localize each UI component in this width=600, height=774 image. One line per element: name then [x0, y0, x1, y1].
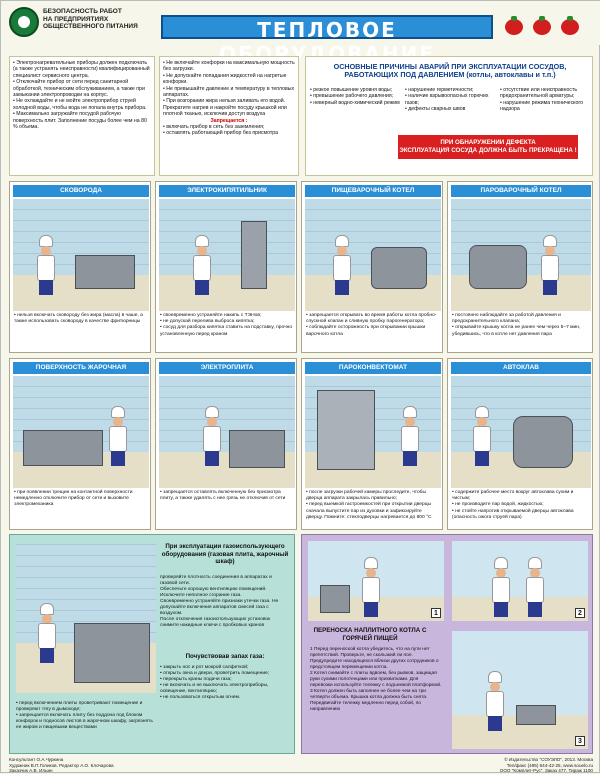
- chef-figure: [469, 406, 495, 466]
- intro-middle-text-2: • включать прибор в сеть без заземления;…: [163, 124, 278, 137]
- panel-title: ПАРОКОНВЕКТОМАТ: [305, 362, 441, 374]
- gas-stove-icon: [74, 623, 150, 683]
- forbid-label: Запрещается :: [210, 117, 248, 124]
- autoclave-icon: [513, 416, 573, 468]
- chef-figure: [397, 406, 423, 466]
- intro-middle-text: • Не включайте конфорки на максимальную …: [163, 60, 295, 118]
- illustration: [13, 376, 149, 488]
- step-number: 3: [575, 736, 585, 746]
- tomato-icon: [533, 16, 551, 35]
- intro-rules-middle: • Не включайте конфорки на максимальную …: [159, 56, 299, 176]
- chef-figure: [488, 557, 514, 617]
- publisher-logo-icon: [9, 7, 39, 37]
- footer: Консультант О.А.Чуркина Художник В.П.Гол…: [9, 757, 593, 774]
- illustration: [159, 199, 295, 311]
- illustration-step-2: 2: [452, 541, 588, 621]
- tilting-pan-icon: [75, 255, 135, 289]
- header: БЕЗОПАСНОСТЬ РАБОТ НА ПРЕДПРИЯТИЯХ ОБЩЕС…: [1, 1, 600, 66]
- gas-equipment-section: При эксплуатации газоиспользующего обору…: [9, 534, 295, 754]
- panel-title: АВТОКЛАВ: [451, 362, 591, 374]
- combi-oven-icon: [317, 390, 375, 470]
- panel-text: • содержите рабочее место вокруг автокла…: [452, 490, 574, 520]
- panel-title: ПИЩЕВАРОЧНЫЙ КОТЕЛ: [305, 185, 441, 197]
- series-title: БЕЗОПАСНОСТЬ РАБОТ НА ПРЕДПРИЯТИЯХ ОБЩЕС…: [43, 8, 138, 30]
- panel-text: • запрещается оставлять включенную без п…: [160, 490, 286, 502]
- panel-parokonvektomat: ПАРОКОНВЕКТОМАТ • после загрузки рабочей…: [301, 358, 443, 530]
- chef-figure: [105, 406, 131, 466]
- step-number: 1: [431, 608, 441, 618]
- panel-skovoroda: СКОВОРОДА • нельзя включать сковороду бе…: [9, 181, 151, 353]
- causes-col-2: • нарушение герметичности; • наличие взр…: [405, 87, 489, 113]
- illustration: [305, 376, 441, 488]
- accident-causes: ОСНОВНЫЕ ПРИЧИНЫ АВАРИЙ ПРИ ЭКСПЛУАТАЦИИ…: [305, 56, 593, 176]
- illustration-step-3: 3: [452, 631, 588, 749]
- causes-col-1: • резкое повышение уровня воды; • превыш…: [310, 87, 400, 106]
- illustration: [16, 543, 156, 693]
- panel-text: • нельзя включать сковороду без жира (ма…: [14, 313, 143, 325]
- gas-smell-title: Почувствовав запах газа:: [185, 653, 265, 660]
- panel-pishchevarochny-kotel: ПИЩЕВАРОЧНЫЙ КОТЕЛ • запрещается открыва…: [301, 181, 443, 353]
- panel-title: СКОВОРОДА: [13, 185, 149, 197]
- panel-zharochnaya-poverkhnost: ПОВЕРХНОСТЬ ЖАРОЧНАЯ • при появлении тре…: [9, 358, 151, 530]
- panel-text: • при появлении трещин на контактной пов…: [14, 490, 133, 508]
- chef-figure: [537, 235, 563, 295]
- chef-figure: [522, 557, 548, 617]
- panel-kipyatilnik: ЭЛЕКТРОКИПЯТИЛЬНИК • своевременно устран…: [155, 181, 297, 353]
- footer-credits: Консультант О.А.Чуркина Художник В.П.Гол…: [9, 757, 114, 774]
- illustration-step-1: 1: [308, 541, 444, 621]
- stove-icon: [320, 585, 350, 613]
- step-number: 2: [575, 608, 585, 618]
- transport-text: 1 Перед переноской котла убедитесь, что …: [310, 647, 442, 712]
- panel-text: • постоянно наблюдайте за работой давлен…: [452, 313, 581, 337]
- gas-text: проверяйте плотность соединения в аппара…: [160, 575, 279, 628]
- chef-figure: [482, 671, 508, 731]
- chef-figure: [329, 235, 355, 295]
- cooking-kettle-icon: [371, 247, 427, 289]
- panel-text: • своевременно устраняйте накипь с ТЭНов…: [160, 313, 293, 337]
- page-title-box: ТЕПЛОВОЕ ОБОРУДОВАНИЕ: [161, 15, 493, 66]
- panel-parovarochny-kotel: ПАРОВАРОЧНЫЙ КОТЕЛ • постоянно наблюдайт…: [447, 181, 593, 353]
- illustration: [451, 199, 591, 311]
- panel-title: ПАРОВАРОЧНЫЙ КОТЕЛ: [451, 185, 591, 197]
- gas-title: При эксплуатации газоиспользующего обору…: [161, 543, 289, 565]
- chef-figure: [34, 603, 60, 663]
- footer-publisher: © Издательство "СОУЭЛО", 2013. Москва Те…: [499, 757, 593, 774]
- illustration: [305, 199, 441, 311]
- panel-text: • запрещается открывать во время работы …: [306, 313, 437, 337]
- panel-title: ЭЛЕКТРОПЛИТА: [159, 362, 295, 374]
- trolley-icon: [516, 705, 556, 725]
- illustration: [451, 376, 591, 488]
- panel-text: • после загрузки рабочей камеры проследи…: [306, 490, 432, 520]
- tomato-icon: [561, 16, 579, 35]
- panel-avtoklav: АВТОКЛАВ • содержите рабочее место вокру…: [447, 358, 593, 530]
- panel-title: ПОВЕРХНОСТЬ ЖАРОЧНАЯ: [13, 362, 149, 374]
- chef-figure: [358, 557, 384, 617]
- griddle-icon: [23, 430, 103, 466]
- illustration: [159, 376, 295, 488]
- steam-kettle-icon: [469, 245, 527, 289]
- illustration: [13, 199, 149, 311]
- gas-smell-text: • закрыть нос и рот мокрой салфеткой; • …: [160, 665, 270, 700]
- intro-rules-left: • Электронагревательные приборы должен п…: [9, 56, 155, 176]
- chef-figure: [33, 235, 59, 295]
- causes-title: ОСНОВНЫЕ ПРИЧИНЫ АВАРИЙ ПРИ ЭКСПЛУАТАЦИИ…: [333, 62, 567, 80]
- electric-stove-icon: [229, 430, 285, 468]
- chef-figure: [189, 235, 215, 295]
- kettle-transport-section: 1 2 ПЕРЕНОСКА НАПЛИТНОГО КОТЛА С ГОРЯЧЕЙ…: [301, 534, 593, 754]
- boiler-icon: [241, 221, 267, 289]
- tomato-icon: [505, 16, 523, 35]
- chef-figure: [199, 406, 225, 466]
- transport-title: ПЕРЕНОСКА НАПЛИТНОГО КОТЛА С ГОРЯЧЕЙ ПИЩ…: [313, 627, 427, 642]
- causes-col-3: • отсутствие или неисправность предохран…: [500, 87, 584, 113]
- defect-warning: ПРИ ОБНАРУЖЕНИИ ДЕФЕКТА ЭКСПЛУАТАЦИЯ СОС…: [398, 135, 578, 159]
- panel-elektroplita: ЭЛЕКТРОПЛИТА • запрещается оставлять вкл…: [155, 358, 297, 530]
- gas-stove-text: • перед включением плиты проветривают по…: [16, 701, 153, 730]
- panel-title: ЭЛЕКТРОКИПЯТИЛЬНИК: [159, 185, 295, 197]
